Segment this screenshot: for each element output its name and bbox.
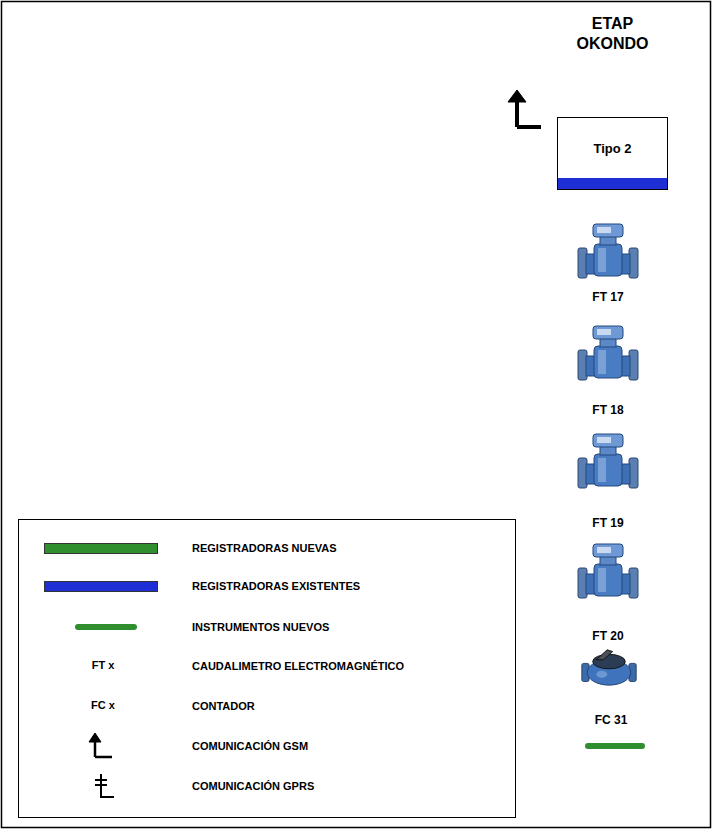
new-instrument-mark xyxy=(588,743,642,749)
legend-text: REGISTRADORAS EXISTENTES xyxy=(192,580,360,592)
new-instrument-sample xyxy=(78,624,134,630)
instrument-tag: FC 31 xyxy=(595,713,628,727)
legend-text: CAUDALIMETRO ELECTROMAGNÉTICO xyxy=(192,660,404,672)
legend-text: CONTADOR xyxy=(192,700,255,712)
gsm-symbol xyxy=(508,90,541,127)
instrument-tag: FT 18 xyxy=(592,403,623,417)
water-meter-icon xyxy=(582,650,636,685)
flowmeter-icon xyxy=(578,224,638,278)
registrar-type: Tipo 2 xyxy=(593,141,631,156)
legend-text: REGISTRADORAS NUEVAS xyxy=(192,542,337,554)
flowmeter-icon xyxy=(578,326,638,380)
legend-text: COMUNICACIÓN GPRS xyxy=(192,780,314,792)
gprs-legend-symbol xyxy=(95,774,114,797)
station-node: ETAP OKONDO Tipo 2 xyxy=(540,14,685,190)
legend-text: INSTRUMENTOS NUEVOS xyxy=(192,621,329,633)
legend-swatch xyxy=(44,543,158,554)
legend-text: COMUNICACIÓN GSM xyxy=(192,740,308,752)
legend-frame xyxy=(19,520,516,818)
flowmeter-icon xyxy=(578,434,638,488)
legend-code: FC x xyxy=(91,699,115,711)
instrument-tag: FT 20 xyxy=(592,629,623,643)
legend-swatch xyxy=(44,581,158,592)
station-heading: ETAP OKONDO xyxy=(567,14,659,54)
flowmeter-icon xyxy=(578,544,638,598)
legend-code: FT x xyxy=(92,659,115,671)
registrar-box: Tipo 2 xyxy=(557,117,668,190)
existing-registrar-bar xyxy=(558,178,667,189)
instrument-tag: FT 17 xyxy=(592,290,623,304)
gsm-legend-symbol xyxy=(89,733,112,757)
instrument-tag: FT 19 xyxy=(592,516,623,530)
